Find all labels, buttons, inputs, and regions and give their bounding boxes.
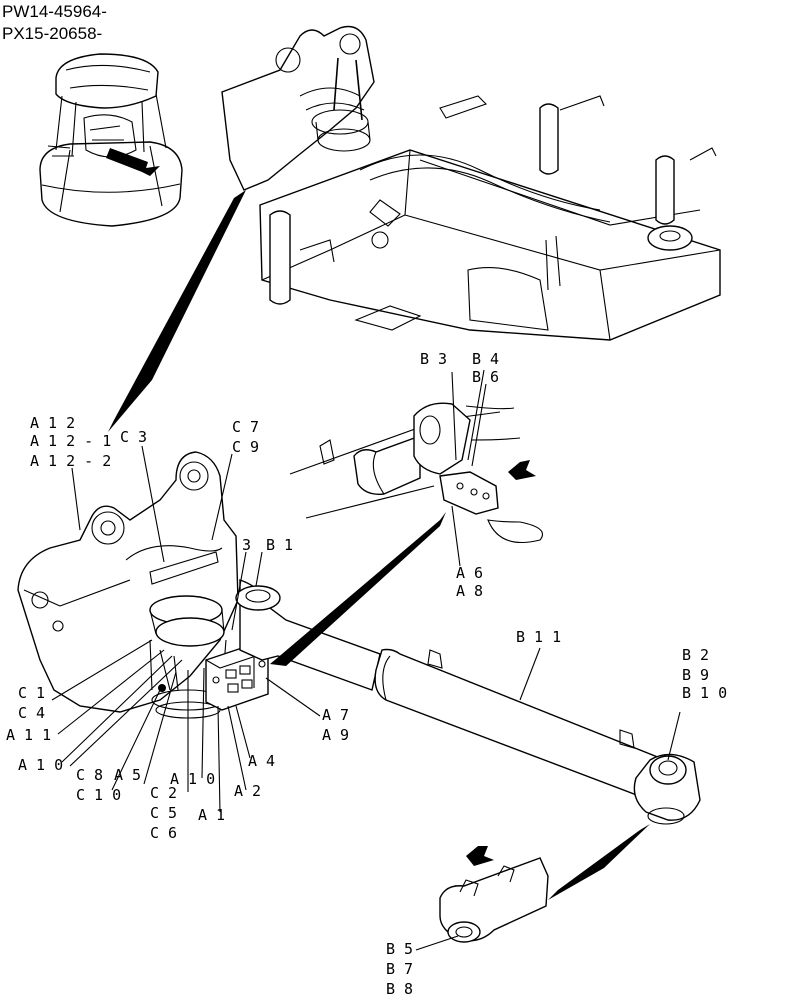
label-c1: C 1 (18, 684, 45, 702)
machine-locator-illustration (39, 53, 183, 227)
label-b3: B 3 (420, 350, 447, 368)
label-c2: C 2 (150, 784, 177, 802)
label-b2: B 2 (682, 646, 709, 664)
callout-labels: A 1 2 A 1 2 - 1 A 1 2 - 2 C 3 C 7 C 9 3 … (6, 350, 727, 998)
label-a10-mid: A 1 0 (170, 770, 215, 788)
label-c10: C 1 0 (76, 786, 121, 804)
valve-to-detail-pointer (270, 512, 446, 666)
label-a12: A 1 2 (30, 414, 75, 432)
label-c8: C 8 (76, 766, 103, 784)
swing-bracket-assembly (17, 451, 239, 719)
label-a6: A 6 (456, 564, 483, 582)
label-b5: B 5 (386, 940, 413, 958)
label-a12-1: A 1 2 - 1 (30, 432, 111, 450)
label-c4: C 4 (18, 704, 45, 722)
label-a9: A 9 (322, 726, 349, 744)
label-a12-2: A 1 2 - 2 (30, 452, 111, 470)
overview-frame-illustration (221, 25, 721, 341)
label-c5: C 5 (150, 804, 177, 822)
cylinder-bottom-detail (439, 846, 549, 943)
label-b11: B 1 1 (516, 628, 561, 646)
label-a1: A 1 (198, 806, 225, 824)
label-b4: B 4 (472, 350, 499, 368)
label-b9: B 9 (682, 666, 709, 684)
label-a10-left: A 1 0 (18, 756, 63, 774)
label-a8: A 8 (456, 582, 483, 600)
label-c6: C 6 (150, 824, 177, 842)
rod-end-detail (289, 402, 544, 544)
label-a2: A 2 (234, 782, 261, 800)
label-c7: C 7 (232, 418, 259, 436)
label-c9: C 9 (232, 438, 259, 456)
label-b7: B 7 (386, 960, 413, 978)
serial-range-2: PX15-20658- (2, 24, 102, 43)
label-a11: A 1 1 (6, 726, 51, 744)
serial-range-1: PW14-45964- (2, 2, 107, 21)
bottom-to-detail-pointer (548, 824, 650, 900)
label-3: 3 (242, 536, 251, 554)
label-a7: A 7 (322, 706, 349, 724)
label-b6: B 6 (472, 368, 499, 386)
label-b1: B 1 (266, 536, 293, 554)
label-b10: B 1 0 (682, 684, 727, 702)
overview-to-detail-pointer (108, 190, 246, 432)
label-a5: A 5 (114, 766, 141, 784)
label-c3: C 3 (120, 428, 147, 446)
label-b8: B 8 (386, 980, 413, 998)
label-a4: A 4 (248, 752, 275, 770)
callout-leaders (51, 369, 681, 951)
boom-cylinder (235, 579, 701, 825)
